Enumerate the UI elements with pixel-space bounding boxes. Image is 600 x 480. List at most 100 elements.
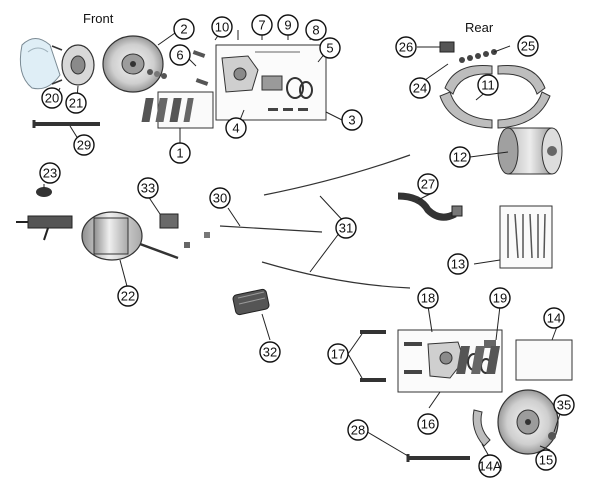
callout-number: 19 <box>493 291 507 306</box>
callout-35: 35 <box>553 394 575 416</box>
rear-brake-drum-part <box>497 127 563 175</box>
pedal-bracket-part <box>159 213 179 229</box>
callout-25: 25 <box>517 35 539 57</box>
callout-circle <box>417 413 439 435</box>
callout-number: 33 <box>141 181 155 196</box>
pedal-pad-part <box>232 288 270 316</box>
callout-2: 2 <box>173 18 195 40</box>
front-pins-part <box>192 50 209 86</box>
callout-number: 18 <box>421 291 435 306</box>
callout-circle <box>169 44 191 66</box>
rear-brake-pads-part <box>456 339 573 381</box>
rear-brake-hose-part <box>397 192 463 221</box>
callout-number: 28 <box>351 423 365 438</box>
callout-circle <box>73 134 95 156</box>
callout-number: 13 <box>451 257 465 272</box>
callout-circle <box>65 92 87 114</box>
callout-10: 10 <box>211 16 233 38</box>
callout-number: 35 <box>557 398 571 413</box>
callout-6: 6 <box>169 44 191 66</box>
callout-23: 23 <box>39 162 61 184</box>
callout-number: 26 <box>399 40 413 55</box>
callout-circle <box>277 14 299 36</box>
callout-33: 33 <box>137 177 159 199</box>
callout-21: 21 <box>65 92 87 114</box>
callout-number: 8 <box>312 23 319 38</box>
callout-7: 7 <box>251 14 273 36</box>
callout-circle <box>477 74 499 96</box>
callout-number: 6 <box>176 48 183 63</box>
callout-number: 29 <box>77 138 91 153</box>
callout-circle <box>319 37 341 59</box>
callout-number: 3 <box>348 113 355 128</box>
callout-27: 27 <box>417 173 439 195</box>
callout-number: 27 <box>421 177 435 192</box>
callout-number: 32 <box>263 345 277 360</box>
callout-14: 14 <box>543 307 565 329</box>
callout-circle <box>478 454 502 478</box>
rear-axle-bolt-part <box>406 454 470 462</box>
callout-circle <box>117 285 139 307</box>
rear-bolt-part <box>548 432 556 440</box>
callout-circle <box>137 177 159 199</box>
callout-circle <box>169 142 191 164</box>
callout-8: 8 <box>305 19 327 41</box>
callout-31: 31 <box>335 217 357 239</box>
callout-circle <box>305 19 327 41</box>
callout-circle <box>209 187 231 209</box>
callout-circle <box>327 343 349 365</box>
callout-28: 28 <box>347 419 369 441</box>
callout-22: 22 <box>117 285 139 307</box>
callout-circle <box>543 307 565 329</box>
callout-circle <box>173 18 195 40</box>
front-rotor-part <box>102 35 164 93</box>
callout-15: 15 <box>535 449 557 471</box>
rear-hardware-kit-part <box>499 205 553 269</box>
callout-circle <box>225 117 247 139</box>
callout-circle <box>347 419 369 441</box>
master-cylinder-part <box>16 215 73 241</box>
callout-1: 1 <box>169 142 191 164</box>
front-axle-bolt-part <box>32 120 100 128</box>
callout-number: 10 <box>215 20 229 35</box>
callout-circle <box>409 77 431 99</box>
callout-14a: 14A <box>478 454 502 478</box>
callout-number: 5 <box>326 41 333 56</box>
callout-20: 20 <box>41 87 63 109</box>
callout-11: 11 <box>477 74 499 96</box>
callout-circle <box>489 287 511 309</box>
callout-number: 4 <box>232 121 239 136</box>
callout-circle <box>417 173 439 195</box>
callout-number: 7 <box>258 18 265 33</box>
callout-circle <box>395 36 417 58</box>
rear-caliper-kit-part <box>397 329 503 393</box>
callout-number: 23 <box>43 166 57 181</box>
callout-18: 18 <box>417 287 439 309</box>
callout-number: 24 <box>413 81 427 96</box>
callout-circle <box>251 14 273 36</box>
callout-3: 3 <box>341 109 363 131</box>
wheel-cylinder-kit-part <box>439 41 497 63</box>
callout-circle <box>553 394 575 416</box>
callout-circle <box>417 287 439 309</box>
callout-30: 30 <box>209 187 231 209</box>
callout-circle <box>447 253 469 275</box>
callout-number: 25 <box>521 39 535 54</box>
callout-number: 14A <box>478 459 501 474</box>
brake-booster-part <box>81 211 179 261</box>
callout-4: 4 <box>225 117 247 139</box>
callout-number: 22 <box>121 289 135 304</box>
callout-5: 5 <box>319 37 341 59</box>
callout-circle <box>259 341 281 363</box>
callout-number: 9 <box>284 18 291 33</box>
callout-number: 20 <box>45 91 59 106</box>
callout-12: 12 <box>449 146 471 168</box>
callout-circle <box>39 162 61 184</box>
callout-number: 12 <box>453 150 467 165</box>
callout-number: 14 <box>547 311 561 326</box>
callout-number: 31 <box>339 221 353 236</box>
rear-rotor-part <box>497 389 559 455</box>
callout-24: 24 <box>409 77 431 99</box>
